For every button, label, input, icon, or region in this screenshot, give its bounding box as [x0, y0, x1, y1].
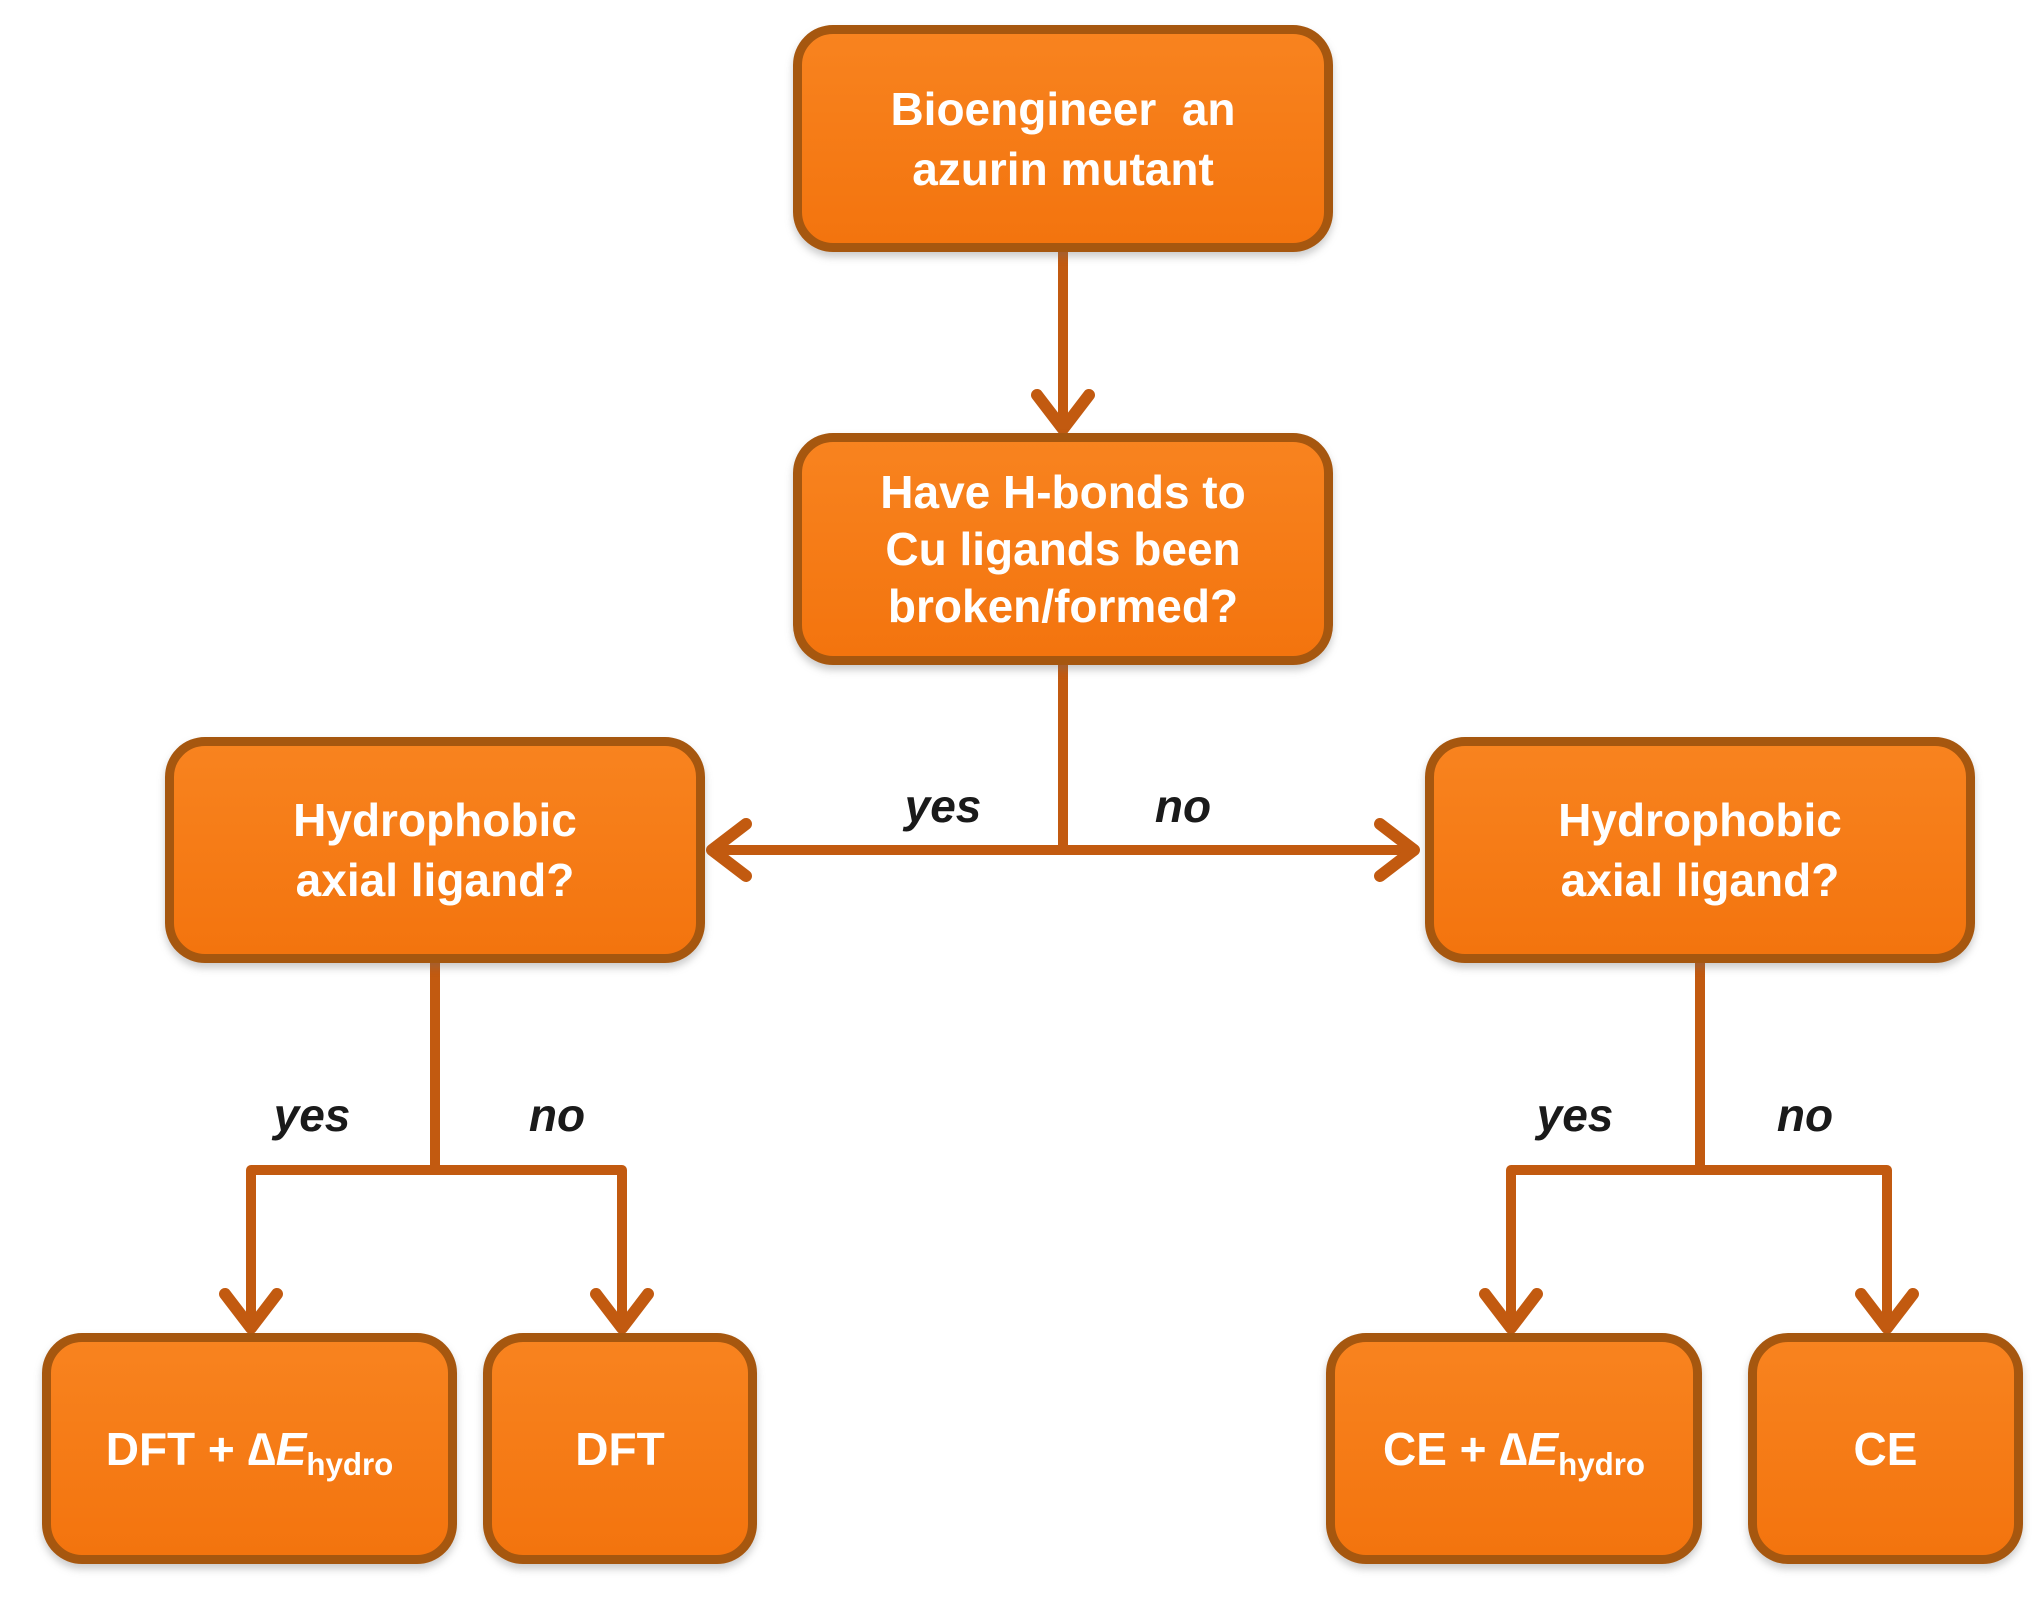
node-result-dft-text: DFT: [575, 1422, 665, 1475]
formula-dft-hydro-prefix: DFT + ∆: [105, 1422, 276, 1475]
formula-ce-hydro: CE + ∆Ehydro: [1382, 1419, 1645, 1482]
arrowhead-left-hydro-icon: [706, 818, 752, 882]
formula-ce-hydro-prefix: CE + ∆: [1382, 1422, 1528, 1475]
node-question-hydrophobic-left-label: Hydrophobic axial ligand?: [293, 790, 577, 910]
node-question-hydrophobic-right-label: Hydrophobic axial ligand?: [1558, 790, 1842, 910]
node-result-dft-label: DFT: [575, 1419, 664, 1479]
node-result-ce-label: CE: [1854, 1419, 1918, 1479]
arrowhead-down-ce-hydro-icon: [1479, 1288, 1543, 1334]
edge-label-top-no: no: [1154, 780, 1212, 832]
edge-label-right-no: no: [1776, 1089, 1834, 1141]
arrowhead-down-ce-icon: [1855, 1288, 1919, 1334]
edge-right-branch: [1506, 1165, 1892, 1328]
edge-label-top-yes: yes: [904, 780, 982, 832]
node-question-hbonds-line-3: broken/formed?: [887, 579, 1239, 632]
formula-dft-hydro-variable: E: [275, 1422, 307, 1475]
edge-label-right-yes: yes: [1536, 1089, 1614, 1141]
edge-label-left-yes: yes: [273, 1089, 351, 1141]
node-result-dft-hydro-label: DFT + ∆Ehydro: [105, 1419, 394, 1482]
node-result-ce-hydro: CE + ∆Ehydro: [1326, 1333, 1702, 1564]
node-start-line-2: azurin mutant: [912, 142, 1214, 195]
node-result-ce-hydro-label: CE + ∆Ehydro: [1382, 1419, 1645, 1482]
node-question-hbonds-line-2: Cu ligands been: [885, 522, 1241, 575]
node-question-hydrophobic-right-line-1: Hydrophobic: [1558, 794, 1842, 846]
node-start-label: Bioengineer an azurin mutant: [890, 79, 1235, 199]
node-question-hydrophobic-left-line-2: axial ligand?: [295, 854, 575, 906]
formula-dft-hydro-subscript: hydro: [306, 1446, 394, 1482]
node-question-hydrophobic-right-line-2: axial ligand?: [1560, 854, 1840, 906]
formula-ce-hydro-subscript: hydro: [1558, 1446, 1645, 1482]
arrowhead-down-hbonds-icon: [1031, 389, 1095, 435]
node-result-ce-text: CE: [1853, 1422, 1918, 1475]
node-start-line-1: Bioengineer an: [890, 82, 1236, 135]
arrowhead-right-hydro-icon: [1374, 818, 1420, 882]
node-question-hydrophobic-right: Hydrophobic axial ligand?: [1425, 737, 1975, 963]
node-question-hbonds-line-1: Have H-bonds to: [880, 465, 1246, 518]
formula-ce-hydro-variable: E: [1527, 1422, 1559, 1475]
node-question-hydrophobic-left: Hydrophobic axial ligand?: [165, 737, 705, 963]
node-question-hydrophobic-left-line-1: Hydrophobic: [293, 794, 577, 846]
node-question-hbonds-label: Have H-bonds to Cu ligands been broken/f…: [880, 464, 1245, 635]
node-result-ce: CE: [1748, 1333, 2023, 1564]
edge-label-left-no: no: [528, 1089, 586, 1141]
arrowhead-down-dft-icon: [590, 1288, 654, 1334]
node-start: Bioengineer an azurin mutant: [793, 25, 1333, 252]
formula-dft-hydro: DFT + ∆Ehydro: [105, 1419, 394, 1482]
node-result-dft: DFT: [483, 1333, 757, 1564]
node-question-hbonds: Have H-bonds to Cu ligands been broken/f…: [793, 433, 1333, 665]
edge-left-branch: [246, 1165, 627, 1328]
node-result-dft-hydro: DFT + ∆Ehydro: [42, 1333, 457, 1564]
arrowhead-down-dft-hydro-icon: [219, 1288, 283, 1334]
